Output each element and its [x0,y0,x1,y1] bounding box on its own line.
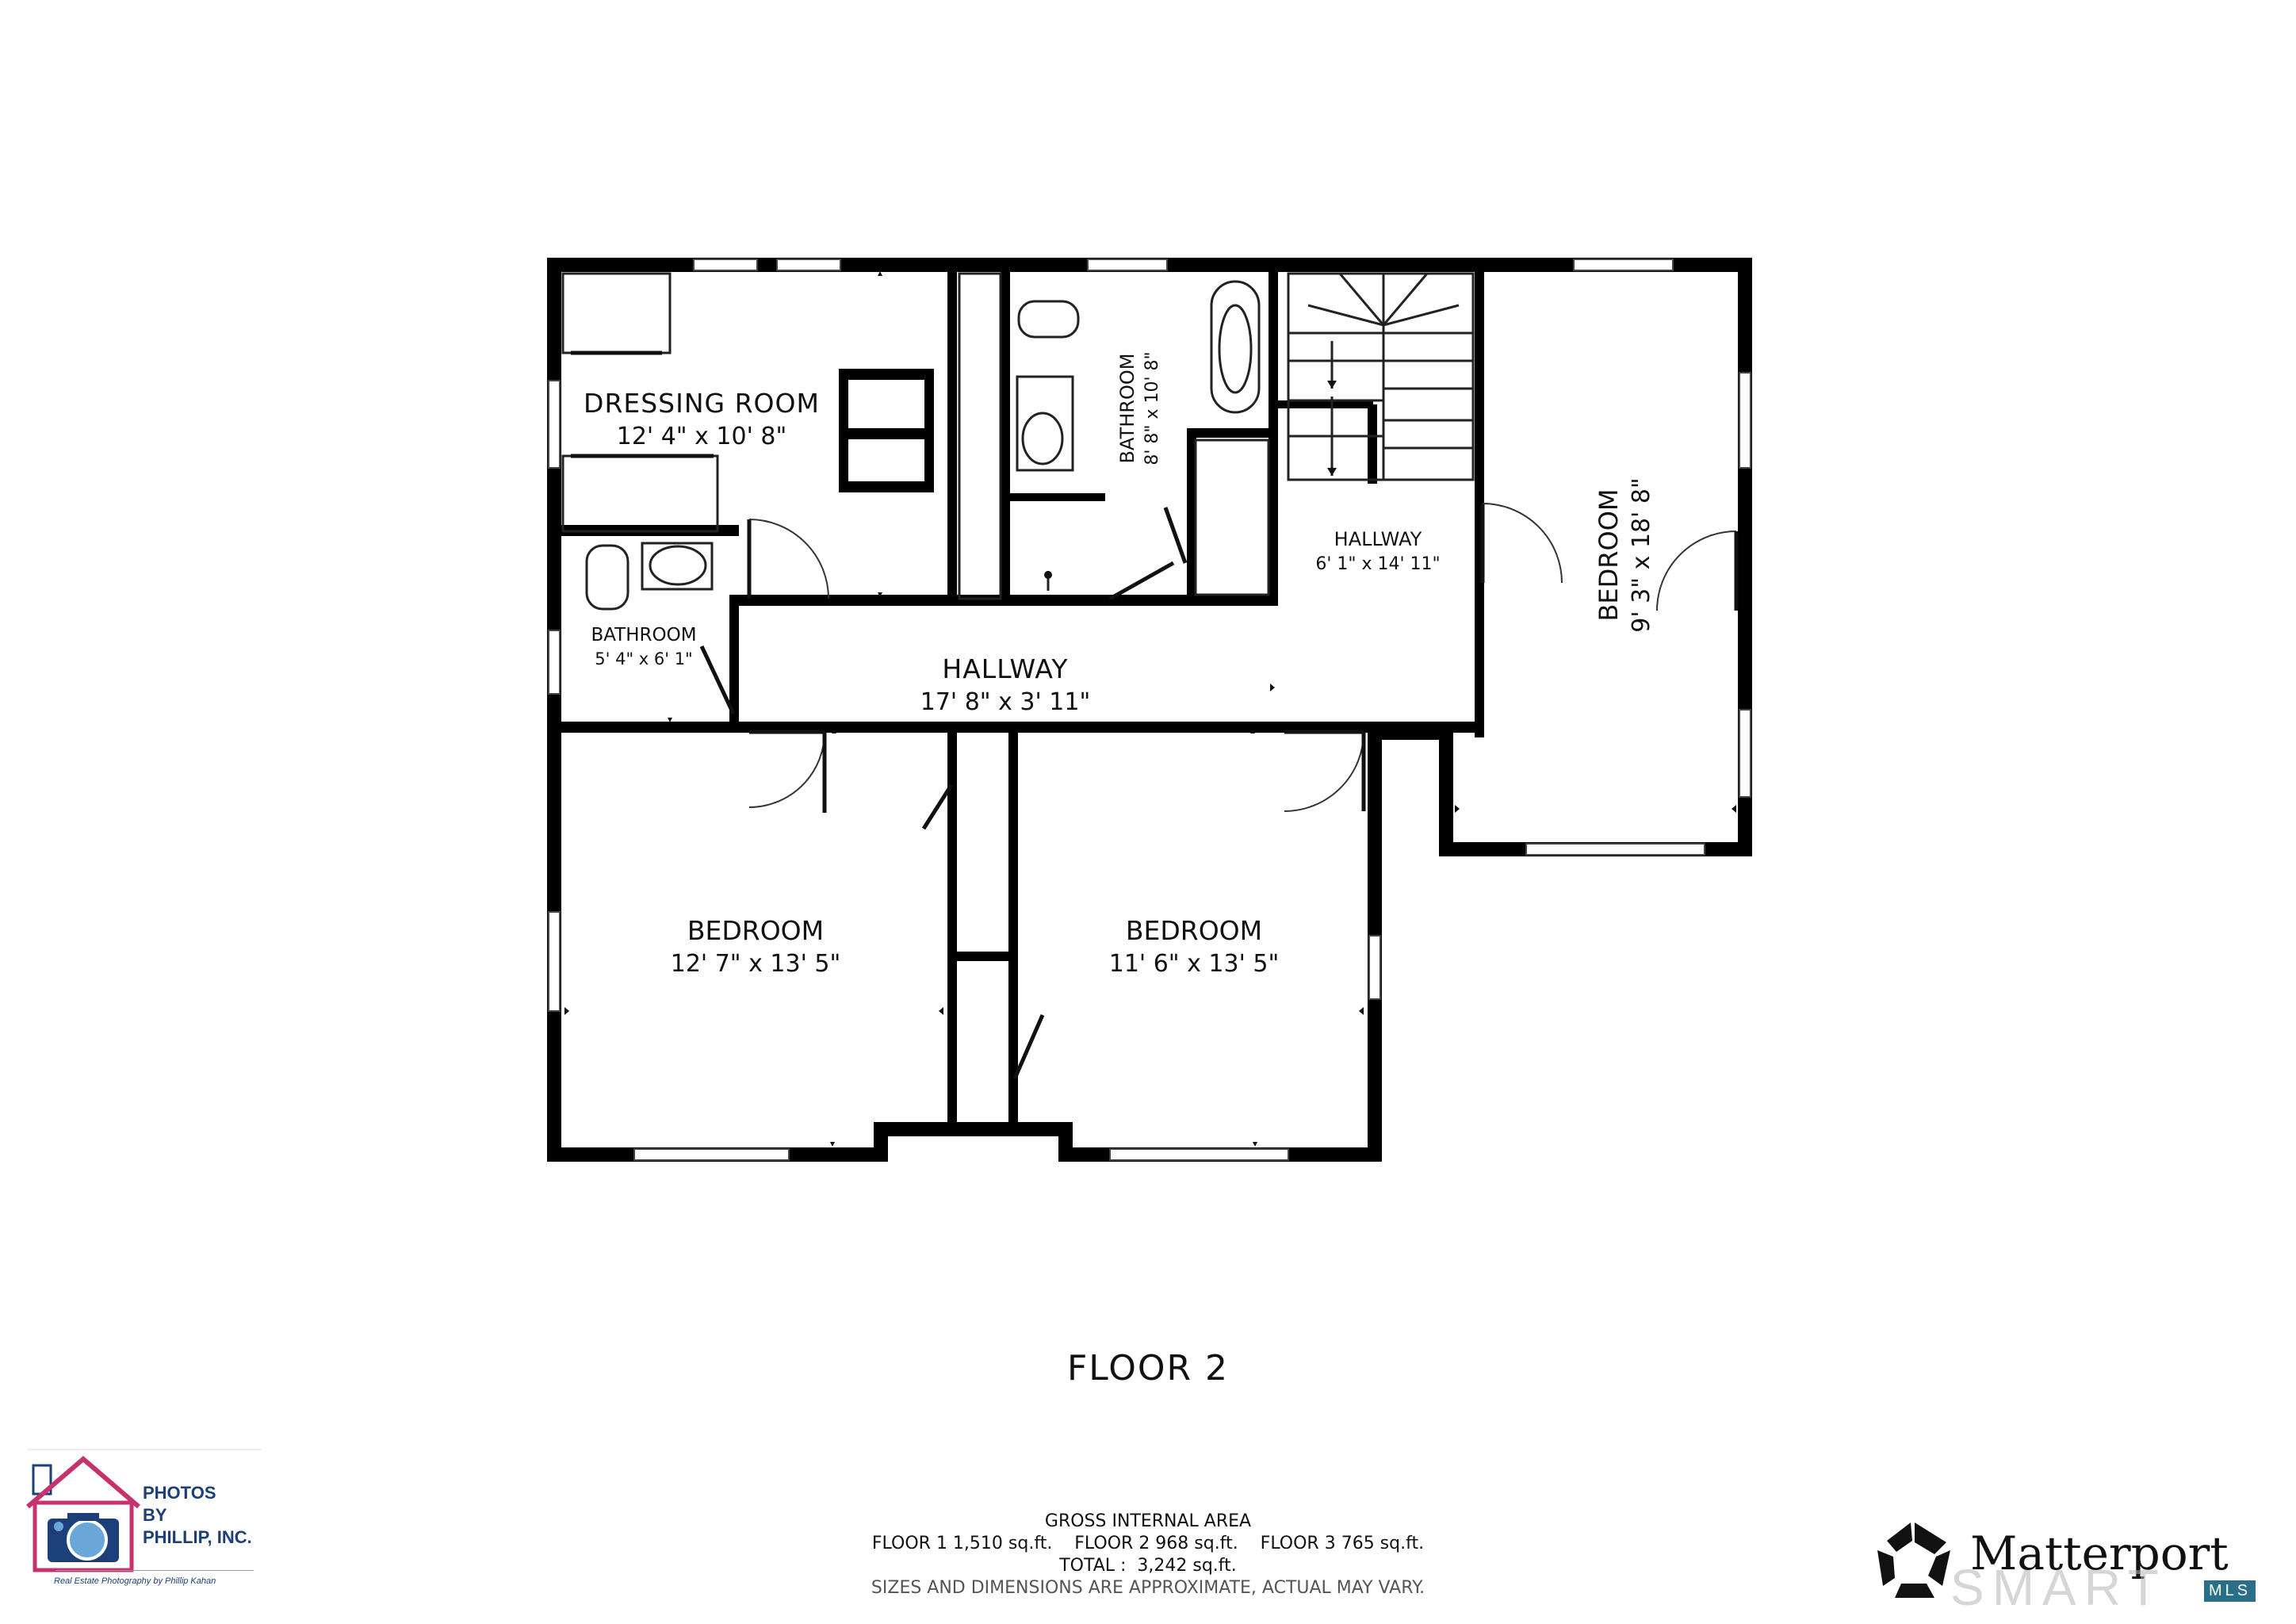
bedroom-sw-name: BEDROOM [687,915,824,946]
house-camera-icon [26,1449,262,1572]
hallway-upper-name: HALLWAY [1334,528,1422,550]
logo-text-by: BY [143,1505,167,1525]
area-summary: GROSS INTERNAL AREA FLOOR 1 1,510 sq.ft.… [0,1511,2296,1599]
fixtures [561,272,1270,611]
logo-text-photos: PHOTOS [143,1483,216,1503]
hallway-upper-size: 6' 1" x 14' 11" [1315,554,1440,574]
logo-tagline: Real Estate Photography by Phillip Kahan [54,1576,216,1586]
bathroom-main-size: 8' 8" x 10' 8" [1142,351,1162,465]
matterport-wordmark: Matterport [1970,1526,2229,1580]
area-floors: FLOOR 1 1,510 sq.ft. FLOOR 2 968 sq.ft. … [871,1534,1425,1553]
dressing-room-name: DRESSING ROOM [584,388,820,419]
hallway-main-name: HALLWAY [942,653,1068,684]
bedroom-sw-size: 12' 7" x 13' 5" [671,950,841,978]
area-heading: GROSS INTERNAL AREA [1044,1511,1252,1531]
logo-text-company: PHILLIP, INC. [143,1527,252,1547]
bedroom-s-size: 11' 6" x 13' 5" [1109,950,1280,978]
bedroom-east-size: 9' 3" x 18' 8" [1628,477,1655,632]
dressing-room-size: 12' 4" x 10' 8" [617,423,787,450]
bedroom-s-name: BEDROOM [1126,915,1262,946]
bathroom-main-name: BATHROOM [1116,354,1138,464]
area-total: TOTAL : 3,242 sq.ft. [1059,1556,1237,1576]
hallway-main-size: 17' 8" x 3' 11" [920,688,1091,716]
floor-title: FLOOR 2 [1066,1348,1230,1388]
stairs [1287,272,1475,481]
bathroom-small-size: 5' 4" x 6' 1" [595,649,692,668]
area-disclaimer: SIZES AND DIMENSIONS ARE APPROXIMATE, AC… [871,1578,1425,1598]
smart-wordmark: SMART [1950,1559,2167,1616]
mls-badge: MLS [2204,1580,2256,1602]
photographer-logo: PHOTOS BY PHILLIP, INC. Real Estate Phot… [24,1443,277,1602]
room-labels: DRESSING ROOM 12' 4" x 10' 8" BATHROOM 5… [584,351,1655,978]
markers [564,271,1736,1147]
windows [548,259,1751,1161]
bedroom-east-name: BEDROOM [1594,488,1624,621]
matterport-mark-icon [1877,1522,1950,1598]
matterport-smartmls-logo: Matterport SMART MLS [1871,1511,2283,1616]
bathroom-small-name: BATHROOM [591,625,696,645]
doors [571,350,1739,1080]
logo-divider [55,1570,254,1571]
